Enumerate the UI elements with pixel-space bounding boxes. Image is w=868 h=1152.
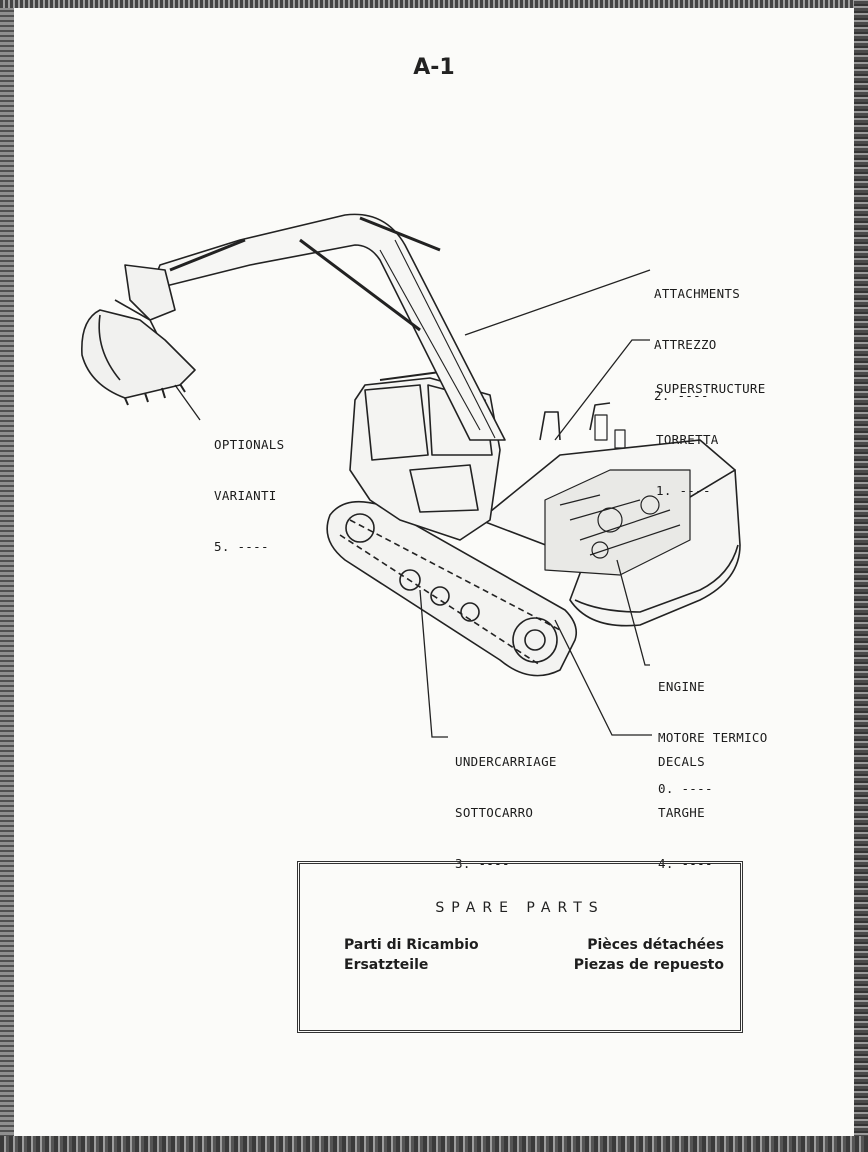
- label-superstructure: SUPERSTRUCTURE TORRETTA 1. ----: [656, 346, 766, 516]
- spare-parts-fr: Pièces détachées: [587, 937, 724, 953]
- spare-parts-es: Piezas de repuesto: [573, 957, 724, 973]
- spare-parts-de: Ersatzteile: [344, 957, 429, 973]
- spare-parts-it: Parti di Ricambio: [344, 937, 479, 953]
- scan-edge-bottom: [0, 1136, 868, 1152]
- scan-edge-right: [854, 0, 868, 1152]
- label-decals-en: DECALS: [658, 754, 705, 769]
- leader-decals: [554, 619, 652, 736]
- label-engine: ENGINE MOTORE TERMICO 0. ----: [658, 644, 768, 814]
- leader-attachments: [464, 269, 651, 336]
- label-attachments-it: ATTREZZO: [654, 337, 717, 352]
- leader-optionals: [174, 384, 201, 421]
- label-superstructure-code: 1. ----: [656, 483, 711, 498]
- label-optionals-it: VARIANTI: [214, 488, 277, 503]
- leader-engine: [616, 559, 650, 666]
- scan-edge-left: [0, 0, 14, 1152]
- label-optionals-en: OPTIONALS: [214, 437, 285, 452]
- label-undercarriage-it: SOTTOCARRO: [455, 805, 534, 820]
- page-number: A-1: [413, 55, 455, 80]
- label-undercarriage-en: UNDERCARRIAGE: [455, 754, 557, 769]
- label-decals: DECALS TARGHE 4. ----: [658, 719, 713, 889]
- spare-parts-box: SPARE PARTS Parti di Ricambio Ersatzteil…: [297, 861, 743, 1033]
- label-engine-it: MOTORE TERMICO: [658, 730, 768, 745]
- label-attachments-code: 2. ----: [654, 388, 709, 403]
- label-undercarriage: UNDERCARRIAGE SOTTOCARRO 3. ----: [455, 719, 557, 889]
- label-engine-code: 0. ----: [658, 781, 713, 796]
- leader-undercarriage: [419, 589, 448, 738]
- scan-edge-top: [0, 0, 868, 8]
- label-superstructure-it: TORRETTA: [656, 432, 719, 447]
- label-optionals-code: 5. ----: [214, 539, 269, 554]
- label-superstructure-en: SUPERSTRUCTURE: [656, 381, 766, 396]
- leader-superstructure: [554, 339, 650, 441]
- label-attachments: ATTACHMENTS ATTREZZO 2. ----: [654, 251, 740, 421]
- label-engine-en: ENGINE: [658, 679, 705, 694]
- label-optionals: OPTIONALS VARIANTI 5. ----: [214, 402, 284, 572]
- label-decals-it: TARGHE: [658, 805, 705, 820]
- label-attachments-en: ATTACHMENTS: [654, 286, 741, 301]
- spare-parts-title: SPARE PARTS: [435, 900, 605, 916]
